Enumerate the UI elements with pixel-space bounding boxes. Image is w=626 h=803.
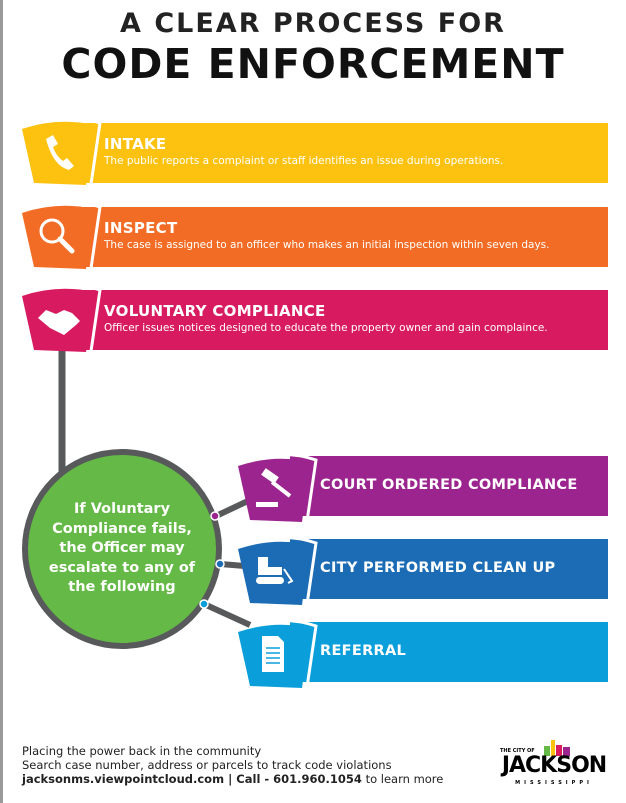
step-intake: INTAKE The public reports a complaint or… (70, 123, 608, 183)
gavel-icon (238, 453, 318, 529)
footer-tagline: Placing the power back in the community (22, 744, 262, 758)
option-city-cleanup: CITY PERFORMED CLEAN UP (290, 539, 608, 599)
skyline-icon (544, 740, 570, 756)
handshake-icon (22, 283, 102, 359)
logo-small: THE CITY OF (500, 748, 535, 754)
step-inspect: INSPECT The case is assigned to an offic… (70, 207, 608, 267)
magnifier-icon (22, 200, 102, 276)
option-title: CITY PERFORMED CLEAN UP (320, 560, 556, 576)
step-title: INTAKE (104, 135, 167, 153)
title-line-1: A CLEAR PROCESS FOR (120, 8, 506, 39)
option-court-ordered: COURT ORDERED COMPLIANCE (290, 456, 608, 516)
page-edge (0, 0, 3, 803)
step-description: The case is assigned to an officer who m… (104, 239, 550, 251)
escalation-circle: If Voluntary Compliance fails, the Offic… (22, 449, 222, 649)
footer-search-note: Search case number, address or parcels t… (22, 758, 392, 772)
step-title: VOLUNTARY COMPLIANCE (104, 302, 326, 320)
option-referral: REFERRAL (290, 622, 608, 682)
footer-url-link[interactable]: jacksonms.viewpointcloud.com (22, 772, 225, 786)
page-title: CODE ENFORCEMENT (61, 40, 565, 88)
footer: Placing the power back in the community … (22, 744, 443, 786)
footer-tail: to learn more (361, 772, 444, 786)
escalation-text: If Voluntary Compliance fails, the Offic… (48, 501, 196, 596)
phone-icon (22, 116, 102, 192)
bulldozer-icon (238, 536, 318, 612)
logo-state: MISSISSIPPI (515, 780, 593, 786)
option-title: REFERRAL (320, 643, 407, 659)
document-icon (238, 619, 318, 695)
jackson-logo: THE CITY OF JACKSON MISSISSIPPI (498, 740, 610, 790)
step-description: The public reports a complaint or staff … (104, 155, 504, 167)
logo-name: JACKSON (501, 753, 607, 778)
option-title: COURT ORDERED COMPLIANCE (320, 477, 578, 493)
step-description: Officer issues notices designed to educa… (104, 322, 548, 334)
step-voluntary-compliance: VOLUNTARY COMPLIANCE Officer issues noti… (70, 290, 608, 350)
footer-phone[interactable]: Call - 601.960.1054 (236, 772, 362, 786)
step-title: INSPECT (104, 219, 178, 237)
footer-separator: | (224, 772, 237, 786)
